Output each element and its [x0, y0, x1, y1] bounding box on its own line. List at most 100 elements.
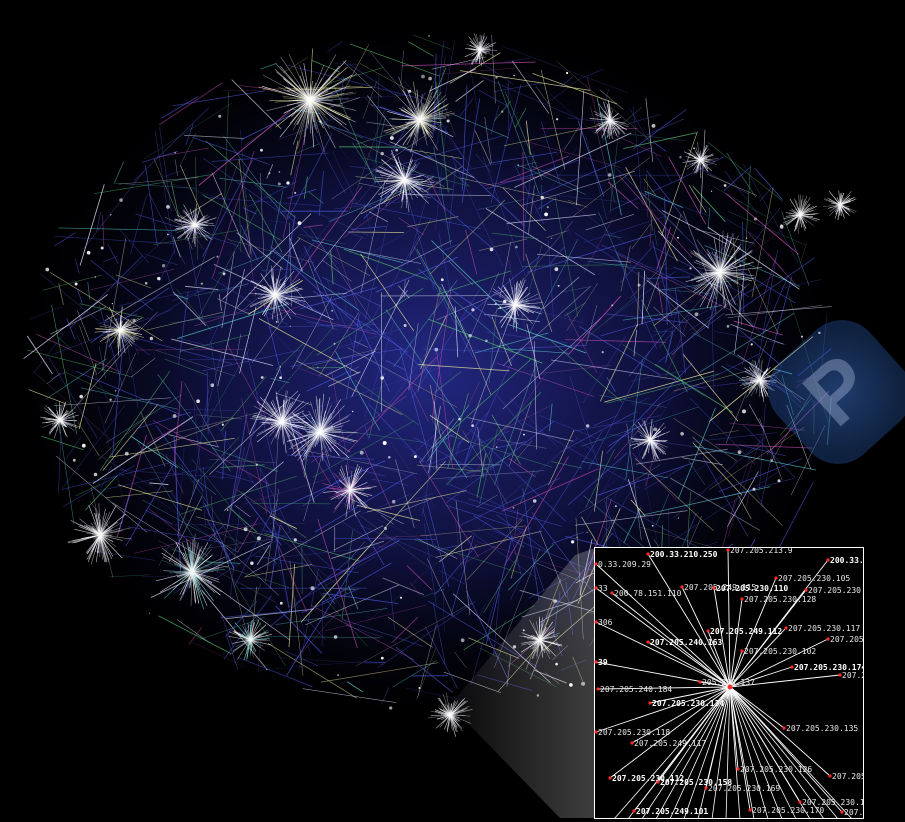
graph-node: [654, 428, 658, 432]
graph-node: [544, 213, 548, 217]
hub-core: [396, 171, 414, 189]
inset-ip-label: 207.205: [842, 671, 864, 680]
graph-node: [360, 451, 364, 455]
inset-ip-label: 207.205.249.101: [636, 807, 708, 816]
inset-ip-label: 306: [598, 618, 613, 627]
graph-node: [503, 300, 506, 303]
graph-node: [689, 267, 691, 269]
graph-node: [318, 94, 320, 96]
hub-core: [54, 414, 65, 425]
graph-node: [227, 509, 228, 510]
inset-ip-label: 200.33.208: [830, 556, 864, 565]
graph-node: [677, 237, 679, 239]
graph-node: [533, 499, 537, 503]
hub-core: [295, 85, 324, 114]
graph-node: [523, 434, 525, 436]
hub-core: [644, 434, 657, 447]
graph-node: [739, 264, 741, 266]
graph-node: [256, 464, 258, 466]
hub-core: [794, 209, 805, 220]
graph-node: [515, 246, 518, 249]
inset-ip-label: 0.33.209.29: [598, 560, 651, 569]
graph-node: [384, 527, 387, 530]
graph-node: [150, 337, 153, 340]
graph-edge: [348, 232, 404, 233]
graph-node: [45, 268, 49, 272]
inset-ip-label: 207.205.20: [832, 772, 864, 781]
hub-core: [695, 155, 705, 165]
graph-node: [174, 152, 176, 154]
hub-core: [342, 482, 357, 497]
graph-node: [746, 238, 747, 239]
graph-node: [471, 424, 474, 427]
inset-ip-label: 207.205.230.105: [778, 574, 850, 583]
graph-node: [280, 602, 283, 605]
inset-ip-label: 207.205.230.102: [744, 647, 816, 656]
inset-ip-label: 207.205.230.117: [788, 624, 860, 633]
graph-node: [388, 456, 391, 459]
graph-node: [495, 303, 497, 305]
inset-ip-label: 207.205.20: [830, 635, 864, 644]
graph-node: [82, 444, 86, 448]
graph-node: [109, 399, 111, 401]
inset-ip-label: 207.205.213.9: [730, 547, 793, 555]
graph-node: [428, 35, 429, 36]
graph-node: [428, 77, 432, 81]
graph-node: [711, 191, 712, 192]
graph-node: [110, 214, 112, 216]
graph-node: [381, 152, 384, 155]
inset-ip-label: 207.205.249.112: [710, 627, 782, 636]
graph-node: [298, 221, 302, 225]
inset-ip-label: 207.205.230.118: [598, 728, 670, 737]
hub-core: [410, 110, 431, 131]
graph-node: [778, 479, 781, 482]
graph-node: [679, 156, 681, 158]
graph-node: [551, 238, 552, 239]
hub-core: [244, 634, 257, 647]
graph-node: [119, 198, 123, 202]
graph-node: [724, 184, 727, 187]
hub-core: [444, 709, 457, 722]
graph-node: [558, 285, 560, 287]
graph-node: [381, 376, 384, 379]
graph-node: [167, 234, 169, 236]
graph-node: [738, 450, 742, 454]
hub-core: [835, 200, 845, 210]
inset-ip-label: 207.205.230.135: [786, 724, 858, 733]
inset-ip-label: 207.205.249.117: [634, 739, 706, 748]
graph-node: [678, 518, 679, 519]
inset-ip-label: 207.205.230.134: [652, 699, 724, 708]
graph-node: [162, 264, 165, 267]
graph-node: [801, 336, 803, 338]
graph-node: [513, 507, 515, 509]
graph-node: [693, 147, 695, 149]
graph-node: [727, 325, 730, 328]
graph-node: [751, 343, 753, 345]
graph-node: [211, 383, 215, 387]
graph-node: [392, 500, 396, 504]
graph-node: [132, 319, 135, 322]
graph-node: [95, 276, 97, 278]
graph-node: [331, 310, 333, 312]
graph-node: [223, 272, 226, 275]
graph-node: [201, 283, 203, 285]
hub-core: [754, 374, 767, 387]
hub-core: [708, 260, 732, 284]
inset-ip-label: 200.33.210.250: [650, 550, 718, 559]
graph-node: [216, 256, 218, 258]
inset-ip-label: 207.205.230.128: [744, 595, 816, 604]
graph-node: [547, 206, 549, 208]
graph-node: [400, 597, 402, 599]
graph-node: [447, 120, 450, 123]
graph-node: [602, 351, 604, 353]
graph-node: [421, 75, 425, 79]
inset-ip-label: 39: [598, 658, 608, 667]
graph-node: [586, 424, 589, 427]
graph-node: [75, 283, 78, 286]
graph-node: [780, 224, 783, 227]
graph-node: [608, 173, 612, 177]
graph-node: [268, 172, 270, 174]
graph-node: [115, 390, 117, 392]
inset-hub-node: [728, 685, 733, 690]
